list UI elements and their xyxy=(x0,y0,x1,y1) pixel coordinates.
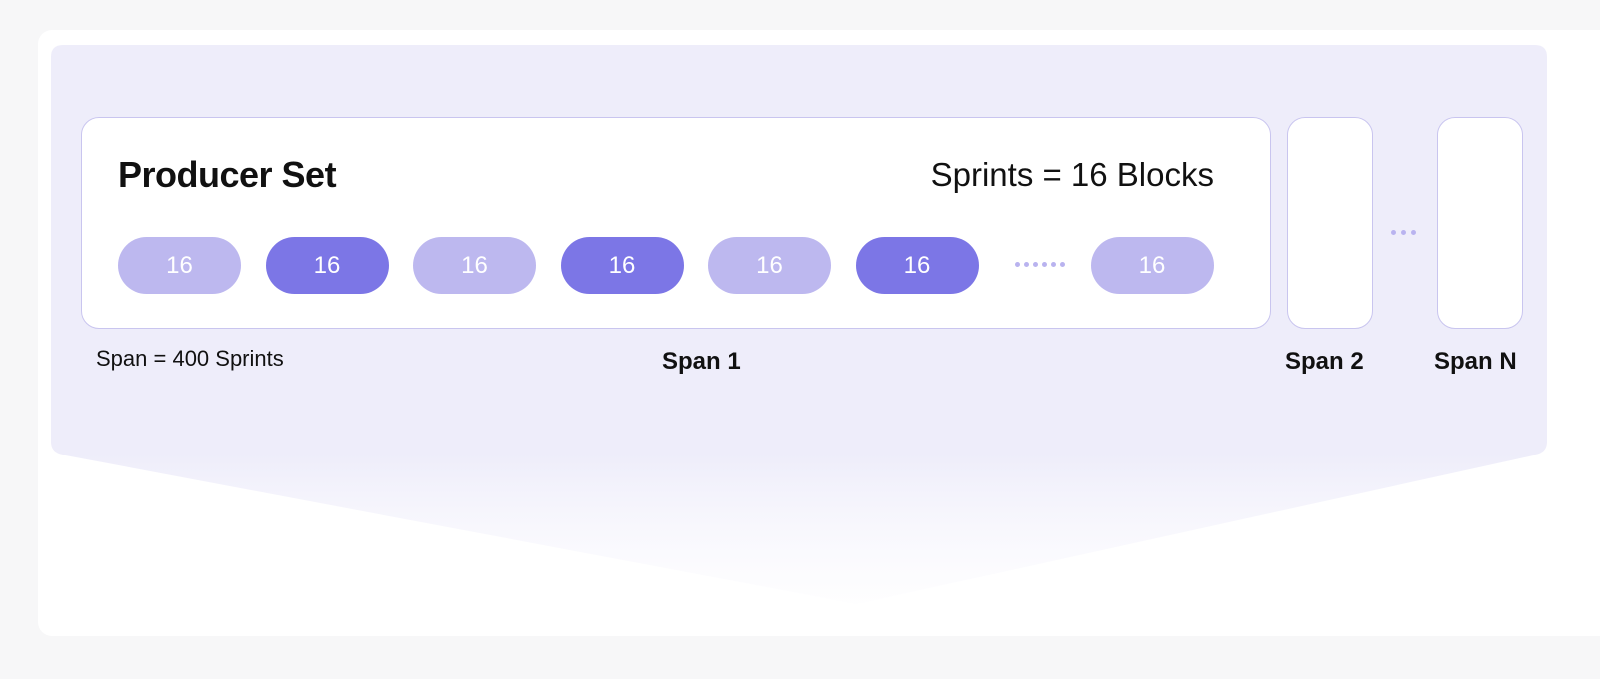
sprint-block: 16 xyxy=(855,237,979,294)
span-n-card xyxy=(1437,117,1523,329)
span-n-label: Span N xyxy=(1434,348,1517,375)
producer-set-title: Producer Set xyxy=(118,154,337,195)
funnel-shape xyxy=(60,454,1538,604)
span-1-label: Span 1 xyxy=(662,348,741,375)
sprint-block: 16 xyxy=(708,237,831,294)
span-2-card xyxy=(1287,117,1373,329)
sprint-block: 16 xyxy=(413,237,536,294)
span-2-label: Span 2 xyxy=(1285,348,1364,375)
span-definition: Span = 400 Sprints xyxy=(96,346,284,371)
sprint-blocks-row: 16 16 16 16 16 16 16 xyxy=(118,237,1218,294)
sprint-block: 16 xyxy=(560,237,684,294)
sprint-block: 16 xyxy=(265,237,389,294)
sprint-definition: Sprints = 16 Blocks xyxy=(930,156,1214,193)
sprint-block: 16 xyxy=(118,237,241,294)
more-spans-ellipsis xyxy=(1391,230,1421,236)
sprint-block: 16 xyxy=(1090,237,1214,294)
